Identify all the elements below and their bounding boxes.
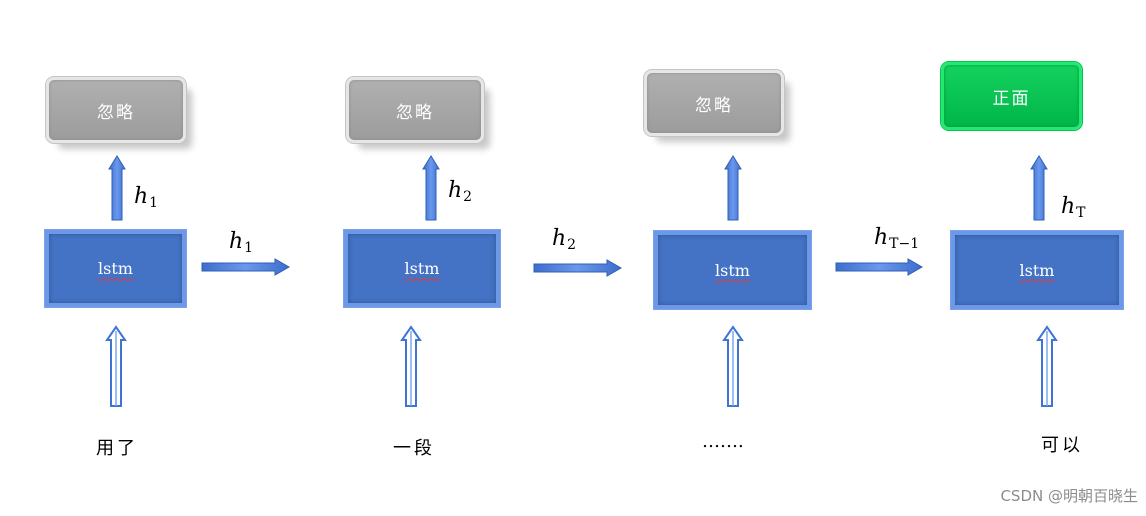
output-box-1: 忽略 <box>46 77 186 143</box>
watermark: CSDN @明朝百晓生 <box>1000 487 1138 505</box>
arrow-recurrent-2 <box>533 259 623 277</box>
horizontal-hidden-label-2: h2 <box>552 226 577 253</box>
input-token-3: ……. <box>702 431 744 452</box>
arrow-recurrent-3 <box>835 258 924 276</box>
lstm-cell-label-4: lstm <box>1019 260 1055 280</box>
lstm-cell-label-3: lstm <box>715 260 750 280</box>
output-label-2: 忽略 <box>396 102 434 123</box>
lstm-cell-3: lstm <box>654 231 811 309</box>
arrow-recurrent-1 <box>201 258 291 276</box>
lstm-cell-4: lstm <box>951 231 1123 309</box>
lstm-cell-2: lstm <box>344 230 500 307</box>
vertical-hidden-label-T: hT <box>1061 194 1086 221</box>
input-token-2: 一段 <box>393 438 435 459</box>
output-box-3: 忽略 <box>644 70 784 136</box>
lstm-cell-label-2: lstm <box>404 259 440 278</box>
vertical-hidden-label-2: h2 <box>448 178 473 205</box>
input-token-1: 用了 <box>96 438 138 459</box>
vertical-hidden-label-1: h1 <box>134 184 159 211</box>
arrow-up-output-4 <box>1030 155 1048 221</box>
arrow-up-output-2 <box>422 155 440 221</box>
output-box-2: 忽略 <box>346 77 484 143</box>
output-box-4: 正面 <box>941 62 1082 130</box>
output-label-1: 忽略 <box>97 102 135 123</box>
horizontal-hidden-label-T-minus-1: hT−1 <box>874 225 920 252</box>
lstm-cell-1: lstm <box>45 230 186 307</box>
output-label-4: 正面 <box>992 88 1031 109</box>
lstm-cell-label-1: lstm <box>98 259 133 278</box>
arrow-up-output-3 <box>724 155 742 221</box>
input-token-4: 可以 <box>1041 435 1083 456</box>
arrow-up-output-1 <box>108 155 126 221</box>
horizontal-hidden-label-1: h1 <box>229 229 254 256</box>
output-label-3: 忽略 <box>695 95 733 116</box>
